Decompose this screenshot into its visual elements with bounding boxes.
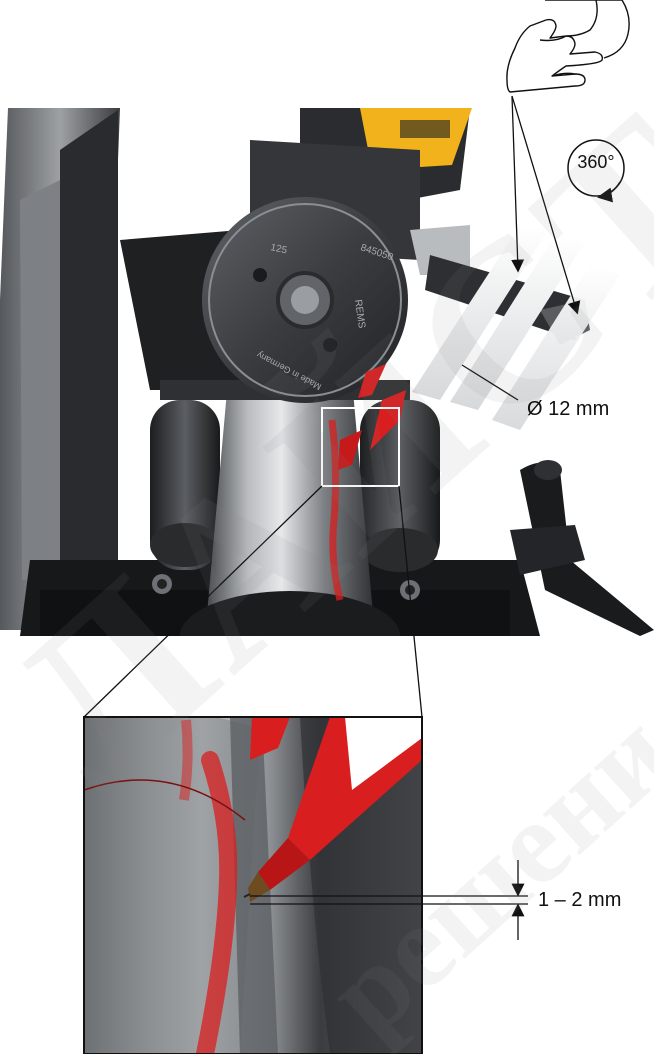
gap-label: 1 – 2 mm bbox=[538, 889, 622, 911]
engraving-text-brand: REMS bbox=[352, 299, 367, 329]
rotation-label: 360° bbox=[577, 152, 615, 172]
zoom-inset-frame bbox=[83, 716, 423, 1054]
zoom-connector-right bbox=[398, 485, 423, 718]
hand-icon bbox=[506, 0, 630, 93]
rotation-circle-icon bbox=[567, 139, 625, 197]
pointer-line-right bbox=[511, 95, 581, 315]
diameter-label: Ø 12 mm bbox=[527, 398, 610, 420]
rotation-arrow-icon bbox=[597, 181, 621, 203]
diameter-leader-line bbox=[461, 364, 519, 401]
pointer-line-left bbox=[511, 95, 525, 273]
zoom-connector-left bbox=[83, 485, 323, 718]
engraving-text-size: 125 bbox=[269, 242, 288, 256]
machine-photo: 845050 REMS Made in Germany 125 bbox=[0, 108, 654, 636]
zoom-inset bbox=[84, 717, 422, 1054]
